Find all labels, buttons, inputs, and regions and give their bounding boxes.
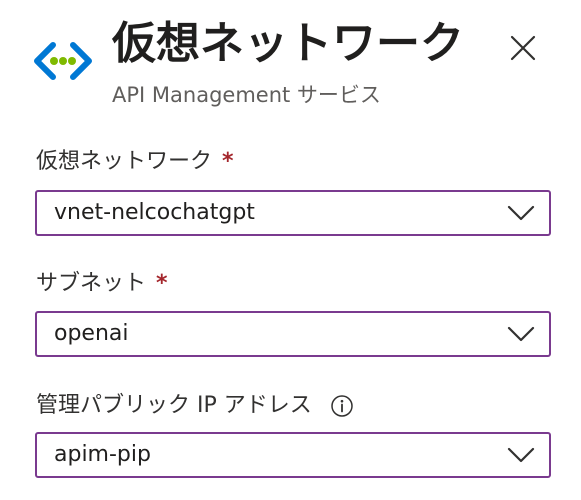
public-ip-label: 管理パブリック IP アドレス: [36, 391, 354, 421]
chevron-down-icon: [507, 326, 535, 342]
virtual-network-label-text: 仮想ネットワーク: [36, 149, 213, 174]
panel-header: 仮想ネットワーク API Management サービス: [0, 0, 581, 125]
virtual-network-label: 仮想ネットワーク *: [36, 147, 234, 177]
subnet-value: openai: [54, 321, 129, 346]
required-indicator: *: [156, 271, 168, 296]
public-ip-value: apim-pip: [54, 442, 151, 467]
public-ip-dropdown[interactable]: apim-pip: [35, 432, 551, 478]
subnet-label: サブネット *: [36, 269, 168, 299]
virtual-network-value: vnet-nelcochatgpt: [54, 200, 255, 225]
chevron-down-icon: [507, 447, 535, 463]
public-ip-label-text: 管理パブリック IP アドレス: [36, 393, 312, 418]
subnet-dropdown[interactable]: openai: [35, 311, 551, 357]
subnet-label-text: サブネット: [36, 271, 147, 296]
page-title: 仮想ネットワーク: [112, 18, 464, 69]
page-subtitle: API Management サービス: [112, 83, 381, 107]
virtual-network-dropdown[interactable]: vnet-nelcochatgpt: [35, 190, 551, 236]
close-icon[interactable]: [503, 28, 543, 68]
virtual-network-icon: [34, 42, 92, 80]
info-icon[interactable]: [330, 394, 354, 418]
chevron-down-icon: [507, 205, 535, 221]
required-indicator: *: [222, 149, 234, 174]
